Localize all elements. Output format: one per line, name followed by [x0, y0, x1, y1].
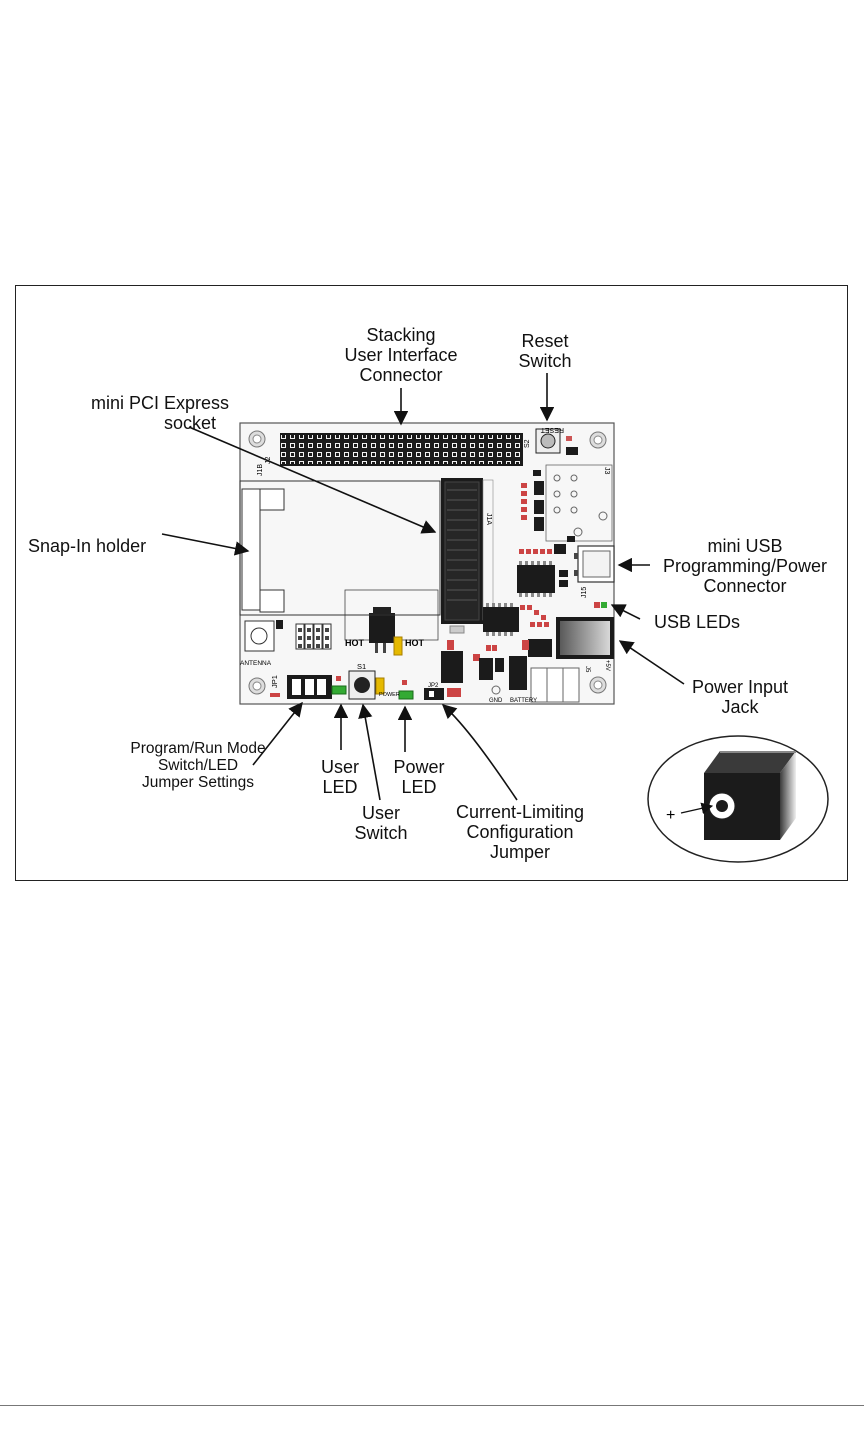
silk-gnd: GND: [489, 698, 503, 704]
usb-leds: [594, 602, 607, 608]
silk-power: POWER: [379, 692, 400, 698]
silk-reset-text: RESET: [540, 426, 564, 433]
arrow-usb-leds: [610, 604, 641, 620]
silk-s1-ref: S1: [357, 662, 366, 671]
passive-components: [519, 470, 575, 554]
label-snap-in: Snap-In holder: [28, 536, 147, 556]
label-mini-pci: mini PCI Express socket: [90, 393, 230, 433]
silk-battery: BATTERY: [510, 698, 537, 704]
antenna-connector: ANTENNA: [240, 620, 283, 667]
chip-u1: [517, 561, 568, 597]
power-led: POWER: [379, 680, 414, 700]
label-user-led: User LED: [320, 757, 359, 797]
mini-usb-connector: J15: [574, 545, 615, 598]
chip-u2: [483, 603, 549, 636]
mounting-hole: [248, 430, 266, 448]
snap-in-holder: J1B: [239, 464, 441, 616]
arrow-mini-pci: [188, 426, 437, 534]
silk-j1b-ref: J1B: [257, 464, 264, 476]
silk-hot2: HOT: [405, 638, 425, 648]
label-usb-leds: USB LEDs: [654, 612, 741, 632]
label-stacking: Stacking User Interface Connector: [344, 325, 458, 385]
silk-j1a-ref: J1A: [485, 513, 492, 525]
label-power-input: Power Input Jack: [691, 677, 789, 717]
jack-polarity: +: [666, 807, 675, 824]
callout-arrows: [161, 373, 685, 801]
program-run-jumper: JP1: [270, 675, 332, 699]
label-user-switch: User Switch: [354, 803, 408, 843]
silk-j5-ref: J5: [584, 666, 590, 673]
arrow-program-run: [252, 701, 303, 766]
label-mini-usb: mini USB Programming/Power Connector: [662, 536, 828, 596]
arrow-user-switch: [358, 703, 381, 801]
bottom-connectors: BATTERY GND: [489, 667, 580, 704]
user-led: [331, 676, 347, 695]
mounting-hole: [589, 676, 607, 694]
current-limiting-jumper: JP2: [424, 683, 461, 700]
jack-inset: +: [647, 735, 829, 863]
stacking-header: J2: [265, 433, 523, 466]
label-reset-switch: Reset Switch: [518, 331, 572, 371]
reset-switch: S2 RESET: [524, 426, 578, 455]
arrow-power-input: [618, 640, 685, 685]
mini-pci-socket: J1A: [441, 478, 494, 634]
page-footer-rule: [0, 1405, 864, 1406]
silk-jp1: JP1: [270, 675, 279, 688]
board-power-jack: +5V J5: [528, 617, 614, 673]
arrow-snap-in: [161, 533, 250, 556]
silk-antenna: ANTENNA: [240, 660, 272, 667]
connector-j3: J3: [545, 464, 613, 542]
label-program-run: Program/Run Mode Switch/LED Jumper Setti…: [130, 740, 266, 791]
label-current-limit: Current-Limiting Configuration Jumper: [455, 802, 585, 862]
mounting-hole: [248, 677, 266, 695]
arrow-current-limit: [441, 704, 518, 801]
silk-j15-ref: J15: [581, 587, 588, 598]
silk-hot1: HOT: [345, 638, 365, 648]
figure-frame: [15, 285, 848, 881]
label-power-led: Power LED: [393, 757, 445, 797]
jumper-block: [295, 623, 332, 650]
user-switch: S1: [348, 662, 385, 700]
silk-j3-ref: J3: [603, 467, 610, 475]
silk-reset-ref: S2: [524, 439, 531, 448]
regulator-area: HOT HOT: [344, 589, 529, 690]
mounting-hole: [589, 431, 607, 449]
silk-plus5v: +5V: [604, 660, 610, 671]
silk-jp2: JP2: [428, 683, 439, 689]
